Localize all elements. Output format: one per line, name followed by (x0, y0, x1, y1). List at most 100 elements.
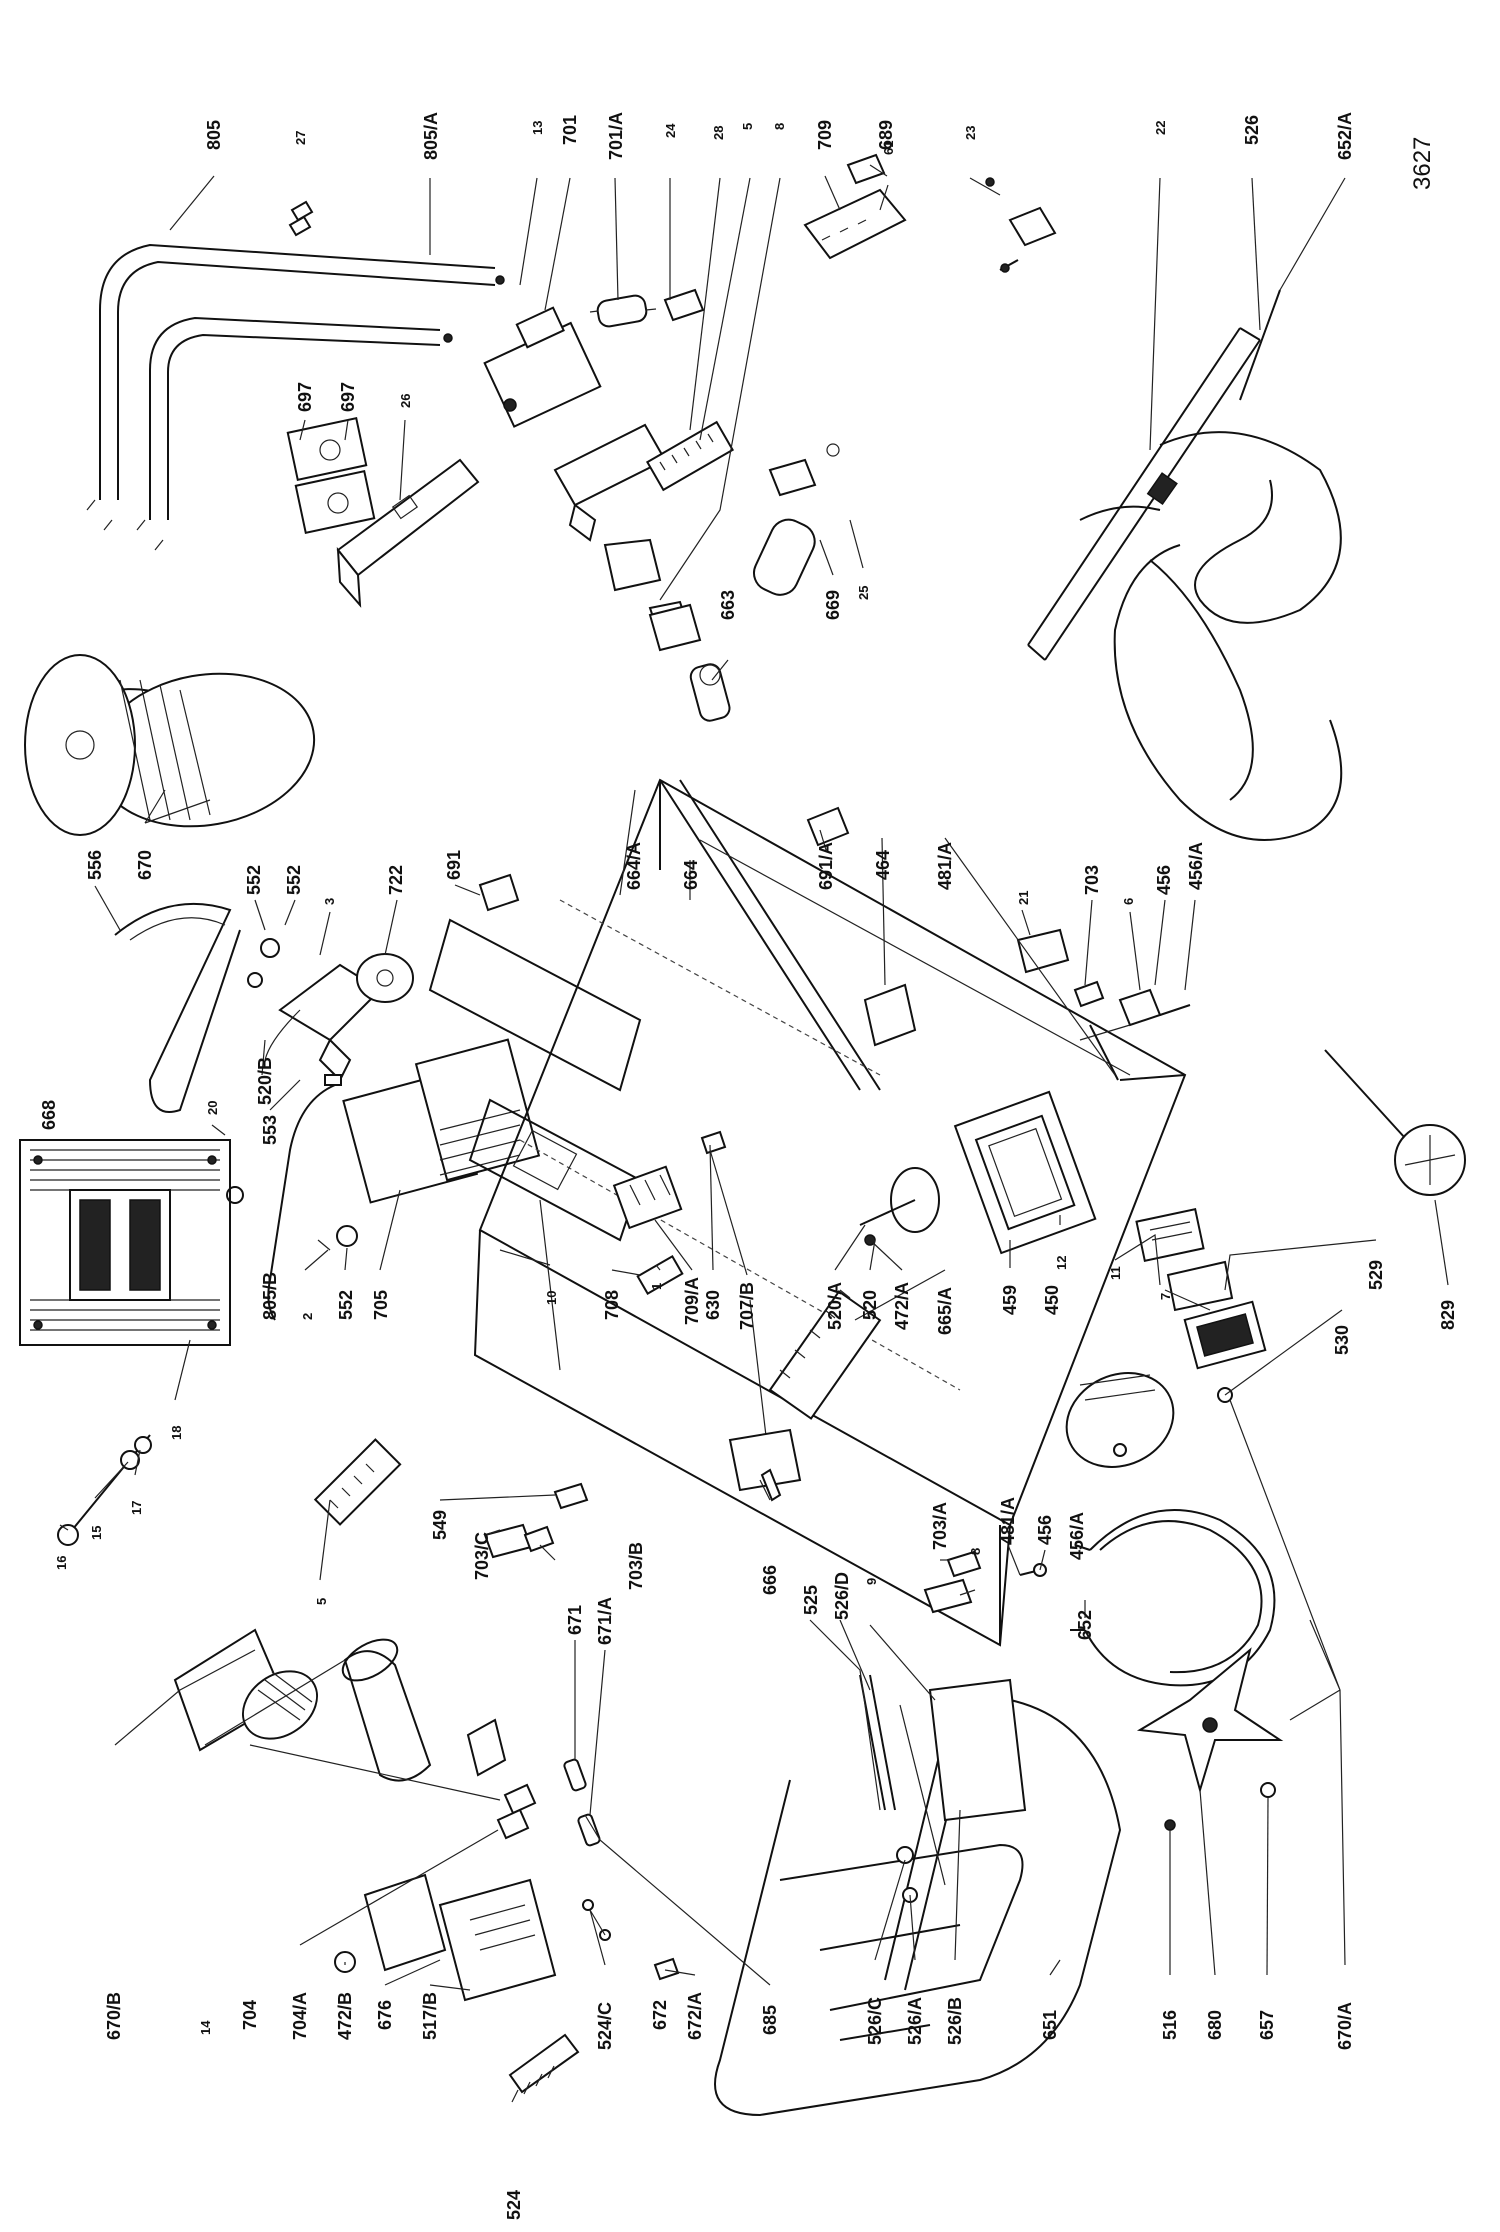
label-709a: 709/A (682, 1277, 702, 1325)
motor-669 (753, 443, 840, 596)
label-552-b: 552 (284, 865, 304, 895)
terminal-672 (653, 1957, 680, 1981)
label-680: 680 (1205, 2010, 1225, 2040)
label-526: 526 (1242, 115, 1262, 145)
magnetron-705 (342, 1038, 541, 1204)
label-630: 630 (703, 1290, 723, 1320)
clip-27 (288, 200, 314, 237)
bracket-703a (923, 1550, 982, 1614)
control-panel-11 (1135, 1208, 1205, 1262)
bracket-26 (336, 458, 480, 608)
bracket-24 (663, 288, 705, 322)
plate-529 (1166, 1260, 1234, 1312)
label-552-c: 552 (336, 1290, 356, 1320)
label-556: 556 (85, 850, 105, 880)
label-10: 10 (544, 1291, 559, 1305)
fan-motor-670b (173, 1628, 432, 1782)
fan-motor-670a (1065, 1372, 1175, 1468)
label-525: 525 (801, 1585, 821, 1615)
label-450: 450 (1042, 1285, 1062, 1315)
label-1: 1 (649, 1283, 664, 1290)
label-526d: 526/D (832, 1572, 852, 1620)
label-666: 666 (760, 1565, 780, 1595)
clip-703c (483, 1523, 555, 1559)
timer-666 (728, 1428, 802, 1502)
nut-657 (1260, 1782, 1276, 1798)
label-672a: 672/A (685, 1992, 705, 2040)
label-3: 3 (322, 898, 337, 905)
label-18: 18 (169, 1426, 184, 1440)
label-670b: 670/B (104, 1992, 124, 2040)
label-481a: 481/A (935, 842, 955, 890)
label-6: 6 (1121, 898, 1136, 905)
cable-805b (267, 1074, 342, 1321)
label-652a: 652/A (1335, 112, 1355, 160)
label-26: 26 (398, 394, 413, 408)
label-670: 670 (135, 850, 155, 880)
switch-block-665a (768, 1289, 882, 1420)
label-805: 805 (204, 120, 224, 150)
label-456-lower: 456 (1035, 1515, 1055, 1545)
label-691a: 691/A (816, 842, 836, 890)
element-652 (1070, 1509, 1276, 1687)
label-704: 704 (240, 2000, 260, 2030)
lamp-holder-663 (689, 663, 731, 722)
capacitor-701 (483, 306, 602, 428)
label-472b: 472/B (335, 1992, 355, 2040)
label-651: 651 (1040, 2010, 1060, 2040)
label-668: 668 (39, 1100, 59, 1130)
plug-524c (582, 1899, 611, 1941)
label-553: 553 (260, 1115, 280, 1145)
label-689: 689 (876, 120, 896, 150)
label-722: 722 (386, 865, 406, 895)
label-8-lower: 8 (968, 1548, 983, 1555)
switch-691a (806, 806, 850, 847)
label-708: 708 (602, 1290, 622, 1320)
label-464: 464 (873, 850, 893, 880)
label-805a: 805/A (421, 112, 441, 160)
label-524: 524 (504, 2190, 524, 2220)
belt-556 (114, 902, 241, 1113)
label-456a-lower: 456/A (1067, 1512, 1087, 1560)
label-459: 459 (1000, 1285, 1020, 1315)
label-657: 657 (1257, 2010, 1277, 2040)
heating-element-651 (714, 1689, 1176, 2117)
label-456a: 456/A (1186, 842, 1206, 890)
label-703c: 703/C (472, 1532, 492, 1580)
label-28: 28 (711, 126, 726, 140)
label-691: 691 (444, 850, 464, 880)
label-701a: 701/A (606, 112, 626, 160)
rod-481a (1089, 1024, 1119, 1081)
bracket-14 (466, 1718, 507, 1777)
label-669: 669 (823, 590, 843, 620)
relay-704 (496, 1783, 537, 1840)
terminal-block-5 (645, 420, 735, 492)
label-703: 703 (1082, 865, 1102, 895)
label-11: 11 (1108, 1266, 1123, 1280)
label-697-a: 697 (295, 382, 315, 412)
grill-element-652a (1027, 289, 1343, 841)
label-9: 9 (864, 1578, 879, 1585)
capacitor-701a (589, 294, 657, 328)
label-529: 529 (1366, 1260, 1386, 1290)
label-15: 15 (89, 1526, 104, 1540)
connector-708 (636, 1254, 684, 1296)
label-705: 705 (371, 1290, 391, 1320)
frame-459 (953, 1090, 1097, 1255)
part-labels: 805 27 805/A 13 701 701/A 24 28 5 8 709 … (39, 112, 1458, 2220)
turntable-520 (859, 1167, 940, 1246)
label-663: 663 (718, 590, 738, 620)
clip-703 (1073, 980, 1105, 1008)
bracket-21 (1016, 928, 1070, 974)
label-16: 16 (54, 1556, 69, 1570)
bracket-709 (803, 188, 907, 260)
label-520b: 520/B (255, 1057, 275, 1105)
label-707b: 707/B (737, 1282, 757, 1330)
nuts-526 (896, 1846, 918, 1903)
transformer-668 (19, 1139, 244, 1346)
bolt-456 (1079, 988, 1191, 1041)
label-22: 22 (1153, 121, 1168, 135)
screw-stack-16 (57, 1434, 152, 1546)
label-697-b: 697 (338, 382, 358, 412)
